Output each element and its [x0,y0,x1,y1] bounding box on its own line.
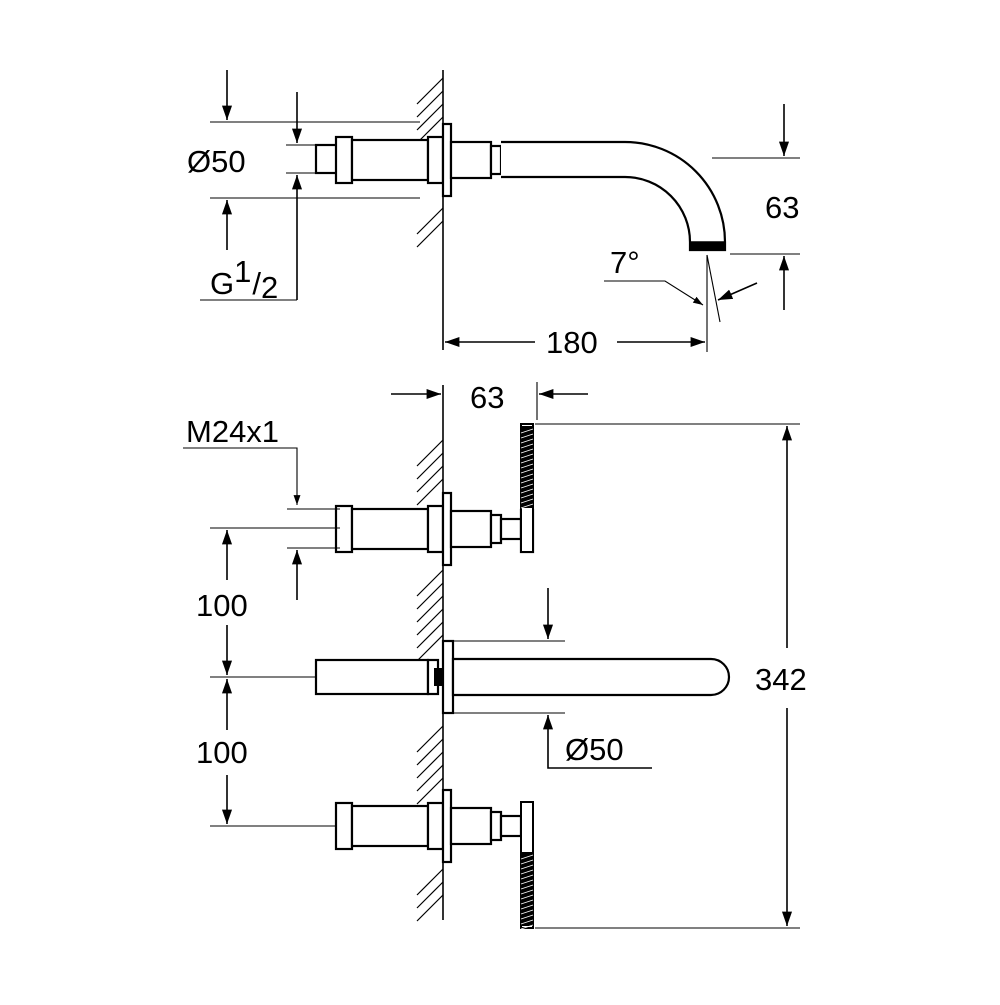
knurl-line [520,899,534,905]
knurl-line [520,493,534,499]
wall-hatch-line [416,116,444,144]
knurl-line [520,859,534,865]
wall-hatch-line [416,868,444,896]
front-handle-offset-label: 63 [470,380,504,415]
knurl-line [520,904,534,910]
side-view: Ø50 G1/2 63 7° 180 [187,70,800,360]
side-wall [416,70,444,350]
wall-hatch-line [416,582,444,610]
knurl-line [520,924,534,930]
wall-hatch-line [416,569,444,597]
handle-knurl [521,852,533,926]
knurl-line [520,483,534,489]
front-spacing-lower-label: 100 [196,735,248,770]
knurl-line [520,458,534,464]
knurl-line [520,478,534,484]
wall-hatch-line [416,452,444,480]
side-thread-label: G1/2 [210,254,278,305]
knurl-line [520,854,534,860]
wall-hatch-line [416,608,444,636]
front-handle-offset-dimension [391,382,588,420]
knurl-line [520,884,534,890]
side-angle-dimension [604,254,758,352]
wall-hatch-line [416,738,444,766]
front-spout [314,639,731,715]
wall-hatch-line [416,207,444,235]
knurl-line [520,894,534,900]
front-spacing-upper-label: 100 [196,588,248,623]
side-spout-height-dimension [712,104,800,310]
knurl-line [520,468,534,474]
wall-hatch-line [416,894,444,922]
wall-hatch-line [416,103,444,131]
wall-hatch-line [416,751,444,779]
side-spout [501,140,727,252]
side-angle-label: 7° [610,245,640,280]
knurl-line [520,453,534,459]
front-upper-valve [334,423,535,567]
knurl-line [520,463,534,469]
knurl-line [520,498,534,504]
knurl-line [520,869,534,875]
knurl-line [520,914,534,920]
front-spout-diameter-dimension [453,588,652,769]
knurl-line [520,433,534,439]
front-spacing-dimensions [210,527,340,827]
knurl-line [520,864,534,870]
wall-hatch-line [416,881,444,909]
front-spout-diameter-label: Ø50 [565,732,624,767]
knurl-line [520,503,534,509]
knurl-line [520,438,534,444]
wall-hatch-line [416,777,444,805]
wall-hatch-line [416,465,444,493]
wall-hatch-line [416,621,444,649]
front-thread-dimension [183,447,340,600]
side-left-dimensions [200,70,420,301]
wall-hatch-line [416,220,444,248]
front-total-height-label: 342 [755,662,807,697]
side-projection-label: 180 [546,325,598,360]
front-total-height-dimension [535,423,800,929]
side-spout-height-label: 63 [765,190,799,225]
wall-hatch-line [416,439,444,467]
knurl-line [520,428,534,434]
knurl-line [520,909,534,915]
wall-hatch-line [416,725,444,753]
knurl-line [520,874,534,880]
knurl-line [520,448,534,454]
wall-hatch-line [416,764,444,792]
wall-hatch-line [416,478,444,506]
knurl-line [520,889,534,895]
knurl-line [520,919,534,925]
wall-hatch-line [416,634,444,662]
knurl-line [520,473,534,479]
handle-knurl [521,426,533,508]
front-lower-valve [334,788,534,930]
side-valve-body [314,122,537,198]
knurl-line [520,488,534,494]
wall-hatch-line [416,595,444,623]
knurl-line [520,443,534,449]
wall-hatch-line [416,90,444,118]
knurl-line [520,879,534,885]
wall-hatch-line [416,77,444,105]
front-thread-label: M24x1 [186,414,279,449]
front-view: 63 M24x1 [183,380,807,930]
side-diameter-label: Ø50 [187,144,246,179]
